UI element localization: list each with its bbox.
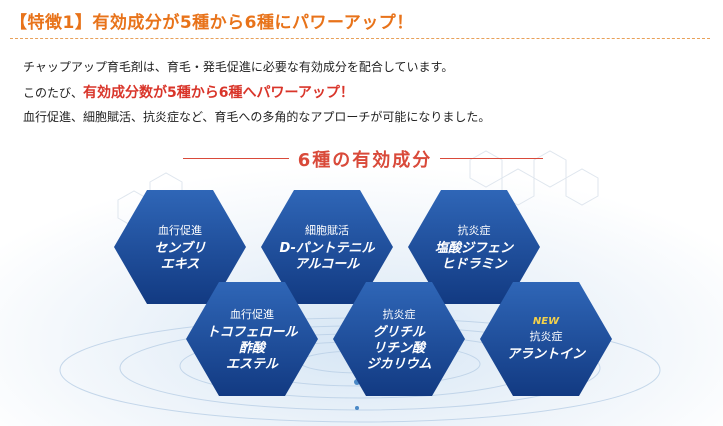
section-title-row: 6種の有効成分: [0, 146, 723, 171]
ingredient-name: 酢酸: [238, 340, 265, 356]
ingredient-category: 抗炎症: [382, 307, 416, 321]
ingredient-category: 血行促進: [230, 307, 274, 321]
upgrade-paragraph: このたび、有効成分数が5種から6種へパワーアップ！: [23, 82, 354, 102]
ingredient-category: 抗炎症: [457, 223, 491, 237]
intro-paragraph: チャップアップ育毛剤は、育毛・発毛促進に必要な有効成分を配合しています。: [23, 60, 454, 74]
ingredient-category: 抗炎症: [529, 329, 563, 343]
ingredient-name: D-パントテニル: [279, 240, 375, 256]
ingredient-name: トコフェロール: [206, 324, 298, 340]
ingredient-name: エキス: [160, 256, 200, 272]
ingredient-name: ジカリウム: [366, 356, 432, 372]
ingredients-illustration: 6種の有効成分 血行促進 センブリ エキス 細胞賦活 D-パントテニル アルコー…: [0, 130, 723, 426]
section-title: 6種の有効成分: [297, 150, 433, 171]
ingredient-category: 血行促進: [158, 223, 202, 237]
upgrade-prefix: このたび、: [23, 86, 84, 100]
ingredient-name: グリチル: [372, 324, 425, 340]
new-badge: NEW: [532, 315, 560, 327]
title-divider-right: [440, 158, 543, 159]
feature-heading: 【特徴1】有効成分が5種から6種にパワーアップ！: [10, 13, 414, 33]
ingredient-name: アルコール: [294, 256, 360, 272]
ingredient-name: 塩酸ジフェン: [434, 240, 513, 256]
ingredient-hexagon: 血行促進 センブリ エキス: [114, 190, 246, 304]
title-divider-left: [183, 158, 289, 159]
ingredient-hexagon: 細胞賦活 D-パントテニル アルコール: [261, 190, 393, 304]
ingredient-category: 細胞賦活: [305, 223, 349, 237]
feature-heading-bar: 【特徴1】有効成分が5種から6種にパワーアップ！: [10, 6, 710, 39]
upgrade-highlight: 有効成分数が5種から6種へパワーアップ！: [83, 85, 354, 101]
ingredient-name: アラントイン: [506, 346, 585, 362]
ingredient-hexagon: 抗炎症 グリチル リチン酸 ジカリウム: [333, 282, 465, 396]
ingredient-name: センブリ: [154, 240, 206, 256]
ingredient-name: ヒドラミン: [441, 256, 507, 272]
ingredient-hexagon: 血行促進 トコフェロール 酢酸 エステル: [186, 282, 318, 396]
ingredient-hexagon: 抗炎症 塩酸ジフェン ヒドラミン: [408, 190, 540, 304]
approach-paragraph: 血行促進、細胞賦活、抗炎症など、育毛への多角的なアプローチが可能になりました。: [23, 110, 491, 124]
ingredient-name: エステル: [225, 356, 278, 372]
ingredient-hexagon: NEW 抗炎症 アラントイン: [480, 282, 612, 396]
ingredient-name: リチン酸: [372, 340, 425, 356]
